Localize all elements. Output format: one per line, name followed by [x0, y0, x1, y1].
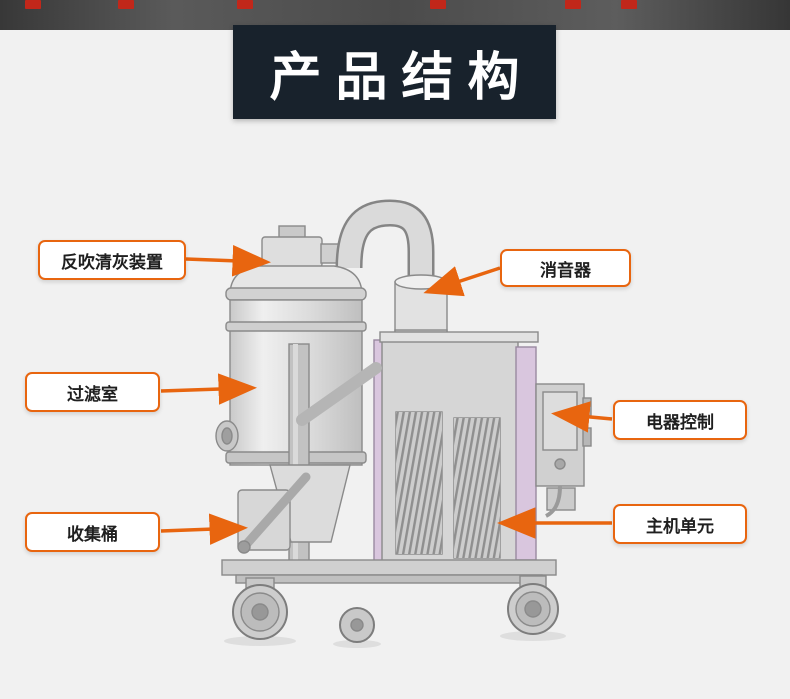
- collection-bucket: [237, 464, 351, 554]
- callout-label: 收集桶: [67, 524, 118, 544]
- callout-collection-bucket: 收集桶: [25, 512, 160, 552]
- red-mark-icon: [565, 0, 581, 9]
- callout-label: 过滤室: [67, 384, 118, 404]
- callout-label: 反吹清灰装置: [61, 252, 163, 272]
- callout-muffler: 消音器: [500, 249, 631, 287]
- arrow-back-blow-device: [185, 245, 271, 277]
- red-mark-icon: [118, 0, 134, 9]
- callout-label: 消音器: [540, 260, 591, 280]
- main-unit: [373, 331, 539, 566]
- red-mark-icon: [25, 0, 41, 9]
- arrow-filter-chamber: [160, 373, 257, 405]
- exhaust-pipe: [335, 199, 435, 286]
- ground-shadow: [224, 631, 566, 648]
- callout-label: 电器控制: [646, 412, 714, 432]
- arrow-electric-control: [551, 401, 613, 433]
- callout-label: 主机单元: [646, 516, 714, 536]
- callout-main-unit: 主机单元: [613, 504, 747, 544]
- red-mark-icon: [430, 0, 446, 9]
- caster-wheels: [232, 575, 559, 643]
- title-banner: 产品结构: [233, 25, 556, 119]
- arrow-muffler: [423, 266, 501, 297]
- muffler: [394, 274, 448, 341]
- arrow-collection-bucket: [160, 513, 248, 545]
- electric-control: [535, 383, 592, 518]
- red-mark-icon: [237, 0, 253, 9]
- red-mark-icon: [621, 0, 637, 9]
- callout-electric-control: 电器控制: [613, 400, 747, 440]
- callout-filter-chamber: 过滤室: [25, 372, 160, 412]
- callout-back-blow-device: 反吹清灰装置: [38, 240, 186, 280]
- page-title: 产品结构: [269, 48, 534, 107]
- back-blow-device: [261, 225, 344, 268]
